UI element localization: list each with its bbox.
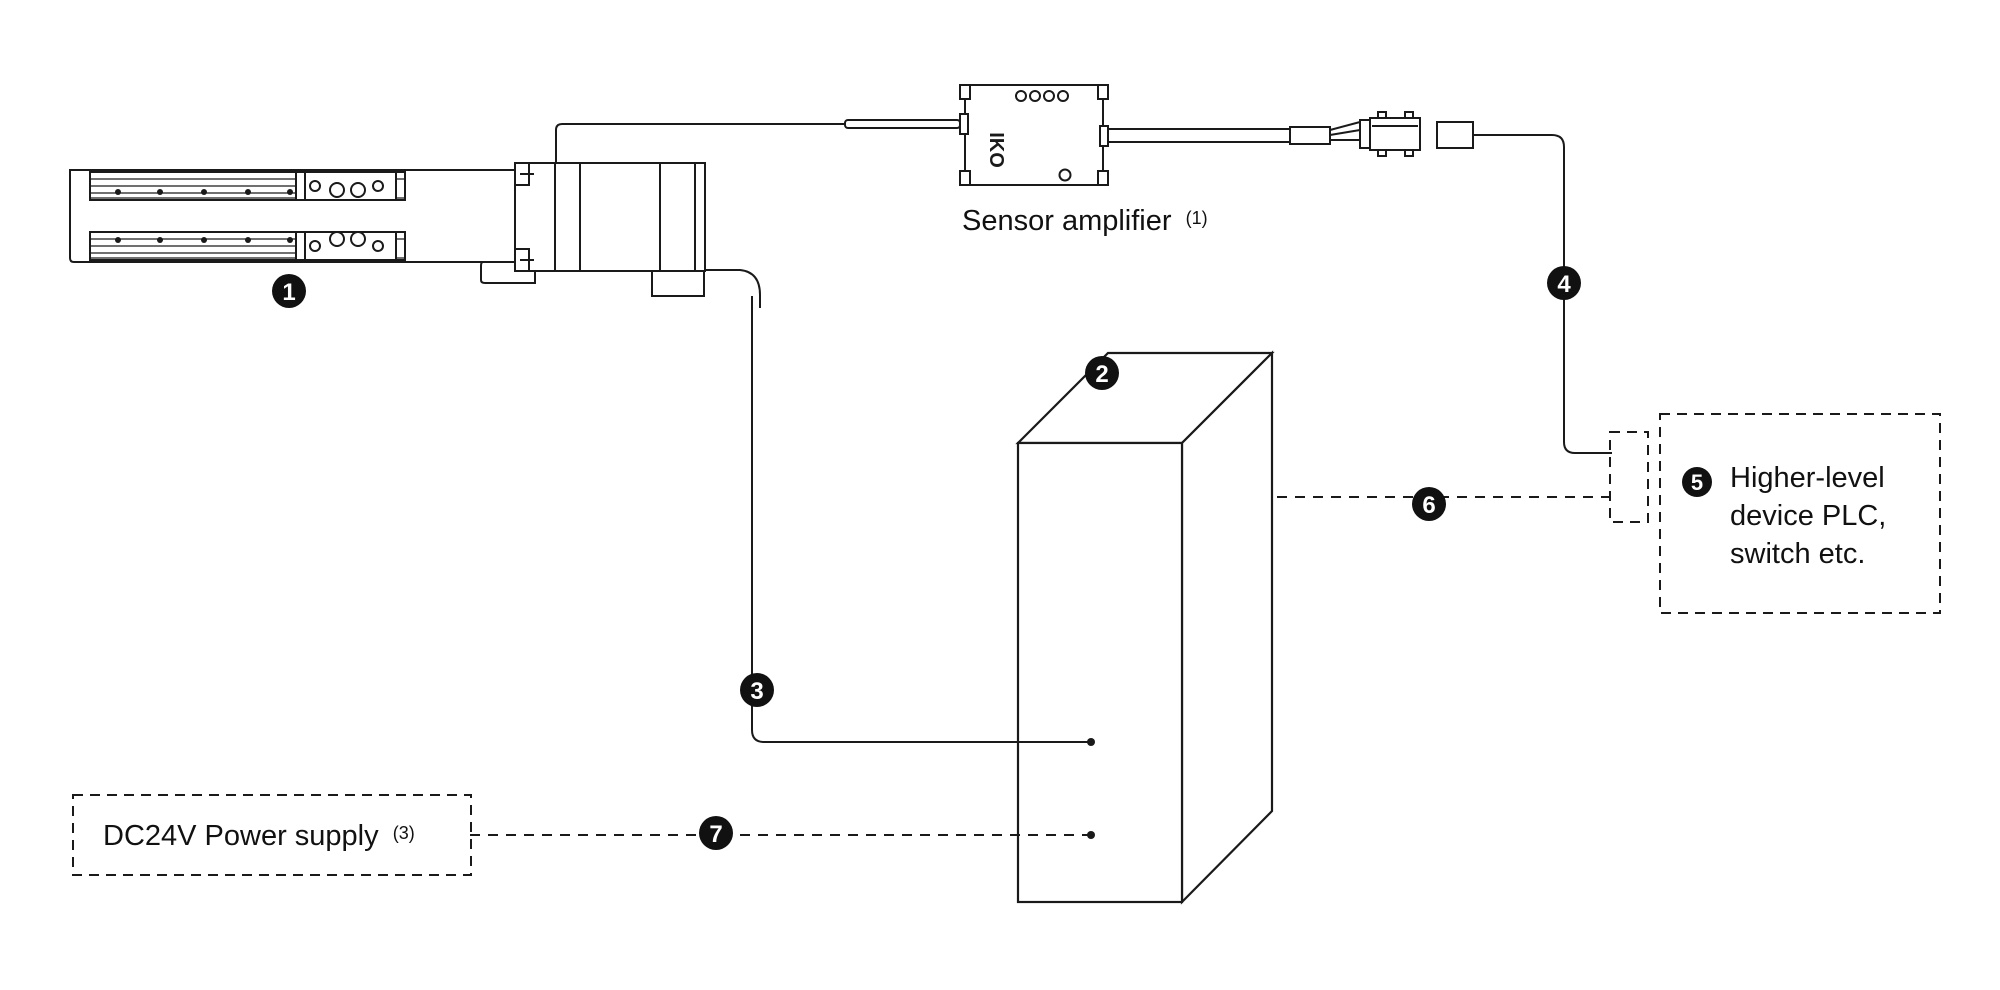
sensor-amplifier: [959, 84, 1612, 454]
higher-level-line1: Higher-level: [1730, 462, 1885, 494]
marker-5: 5: [1682, 467, 1712, 497]
svg-text:6: 6: [1422, 492, 1435, 519]
power-cable-terminal: [1087, 831, 1095, 839]
svg-text:Sensor amplifier (1): Sensor amplifier (1): [962, 205, 1208, 237]
marker-3: 3: [740, 673, 774, 707]
marker-4: 4: [1547, 266, 1581, 300]
svg-text:3: 3: [750, 678, 763, 705]
svg-text:DC24V Power supply (3): DC24V Power supply (3): [103, 820, 415, 852]
svg-text:7: 7: [709, 821, 722, 848]
higher-level-line2: device PLC,: [1730, 500, 1886, 532]
svg-text:4: 4: [1557, 271, 1571, 298]
higher-level-device-box: [1609, 413, 1941, 614]
linear-actuator: [69, 119, 961, 308]
marker-7: 7: [699, 816, 733, 850]
amplifier-logo: IKO: [985, 132, 1007, 168]
sensor-amplifier-note: (1): [1186, 208, 1208, 228]
marker-1: 1: [272, 274, 306, 308]
higher-level-line3: switch etc.: [1730, 538, 1865, 570]
marker-2: 2: [1085, 356, 1119, 390]
svg-text:2: 2: [1095, 361, 1108, 388]
svg-text:1: 1: [282, 279, 295, 306]
power-supply-note: (3): [393, 823, 415, 843]
svg-text:5: 5: [1691, 470, 1703, 495]
sensor-amplifier-label: Sensor amplifier: [962, 205, 1172, 237]
power-supply-label: DC24V Power supply: [103, 820, 379, 852]
motor-cable-terminal: [1087, 738, 1095, 746]
controller-box: [1015, 350, 1275, 905]
marker-6: 6: [1412, 487, 1446, 521]
motor-cable: [751, 300, 1091, 743]
